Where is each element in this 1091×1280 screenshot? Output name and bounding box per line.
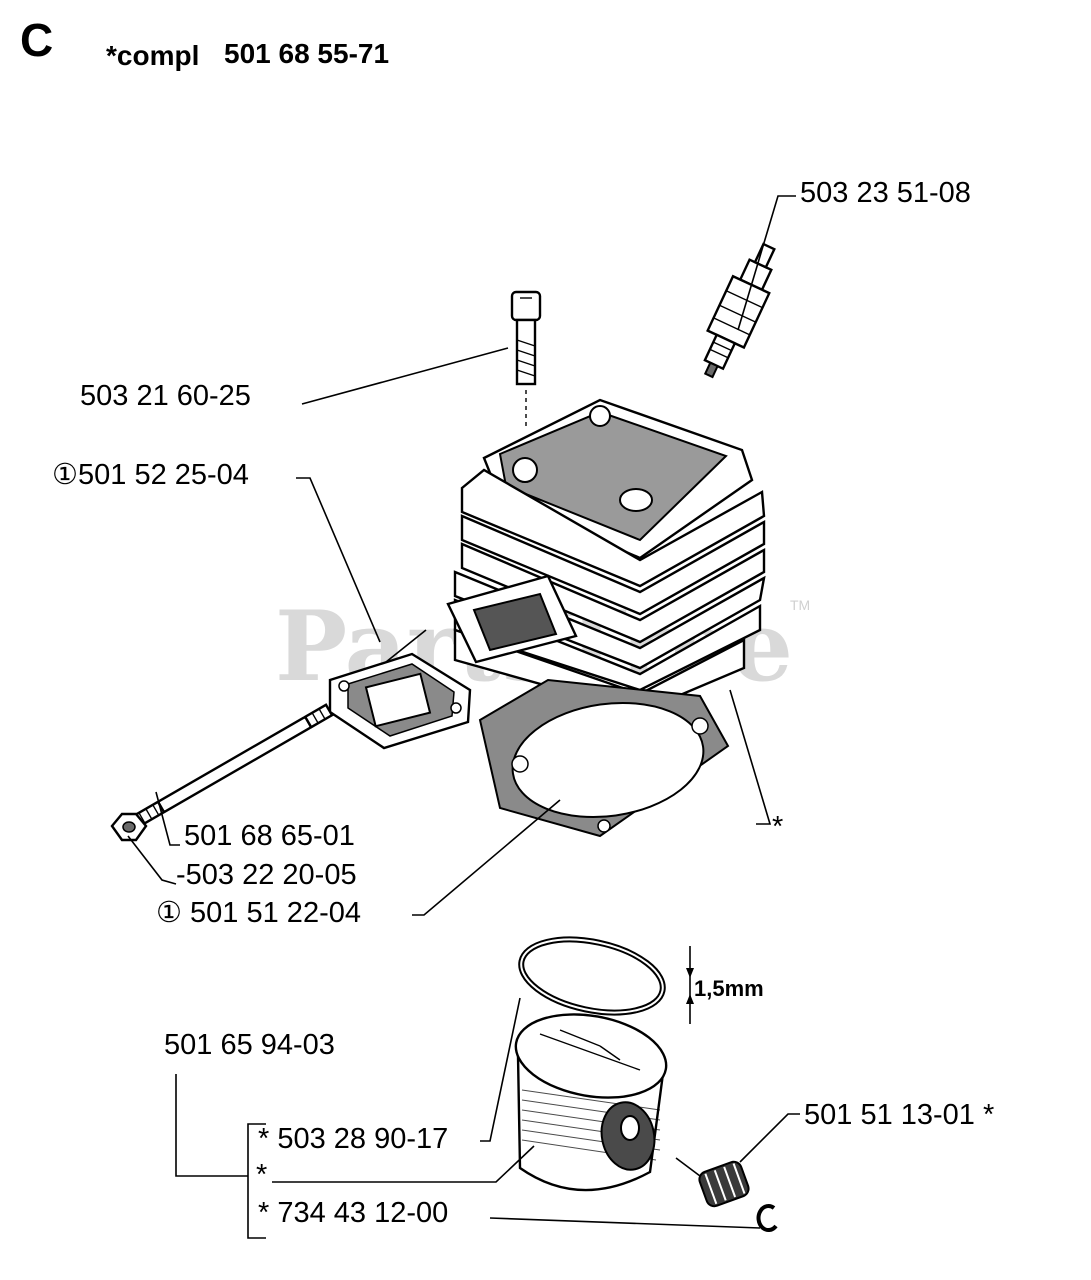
- piston-ring-drawing: [518, 936, 694, 1024]
- leader-lines: [127, 195, 800, 1239]
- watermark-tm: TM: [790, 597, 810, 613]
- exhaust-gasket-drawing: [328, 652, 472, 750]
- label-nut: -503 22 20-05: [176, 859, 357, 891]
- spark-plug-drawing: [703, 242, 776, 379]
- label-ring-dimension: 1,5mm: [694, 976, 764, 1001]
- needle-bearing-drawing: [698, 1160, 750, 1208]
- label-stud: 501 68 65-01: [184, 820, 355, 852]
- cylinder-drawing: [446, 398, 766, 714]
- label-piston-star: *: [256, 1159, 267, 1191]
- label-piston-ring: * 503 28 90-17: [258, 1123, 448, 1155]
- label-piston-kit: 501 65 94-03: [164, 1029, 335, 1061]
- piston-drawing: [514, 1013, 668, 1192]
- label-circlip: * 734 43 12-00: [258, 1197, 448, 1229]
- compl-part-number: 501 68 55-71: [224, 38, 389, 69]
- label-exhaust-gasket: ①501 52 25-04: [52, 459, 249, 491]
- label-spark-plug: 503 23 51-08: [800, 177, 971, 209]
- bolt-drawing: [510, 290, 542, 430]
- label-base-gasket: ① 501 51 22-04: [156, 897, 361, 929]
- label-cylinder-star: *: [772, 811, 783, 843]
- section-letter: C: [20, 14, 53, 66]
- label-bolt: 503 21 60-25: [80, 380, 251, 412]
- nut-drawing: [110, 812, 148, 842]
- compl-label: *compl: [106, 40, 199, 71]
- base-gasket-drawing: [478, 678, 730, 838]
- label-needle-bearing: 501 51 13-01 *: [804, 1099, 994, 1131]
- circlip-drawing: [756, 1204, 778, 1232]
- stud-drawing: [130, 703, 334, 829]
